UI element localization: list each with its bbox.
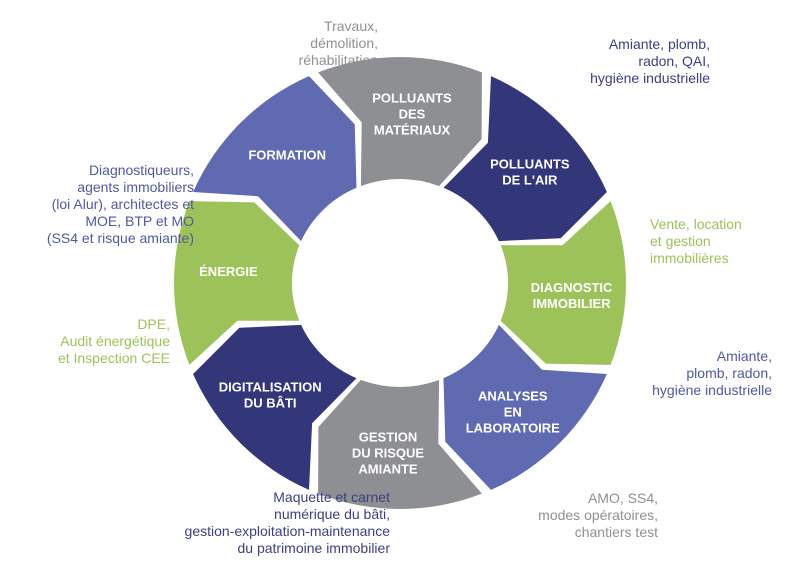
annotation-line: DPE, <box>137 316 170 332</box>
annotation-line: gestion-exploitation-maintenance <box>184 523 390 539</box>
annotation-line: MOE, BTP et MO <box>85 213 194 229</box>
segment-label-line: FORMATION <box>248 148 326 163</box>
annotation-line: Amiante, plomb, <box>608 36 710 52</box>
annotation-dpe: DPE, Audit énergétique et Inspection CEE <box>28 316 170 367</box>
segment-formation <box>193 76 357 242</box>
annotation-line: immobilières <box>650 250 729 266</box>
segment-label-formation: FORMATION <box>248 148 326 163</box>
annotation-amiante-labo: Amiante, plomb, radon, hygiène industrie… <box>592 348 772 399</box>
segment-label-line: LABORATOIRE <box>466 420 560 435</box>
segment-label-line: DIAGNOSTIC <box>531 280 613 295</box>
segment-label-line: AMIANTE <box>358 462 418 477</box>
annotation-line: hygiène industrielle <box>652 382 772 398</box>
annotation-line: modes opératoires, <box>538 507 658 523</box>
segment-label-energie: ÉNERGIE <box>199 264 258 279</box>
segment-gestion <box>318 379 482 509</box>
segment-label-line: DU RISQUE <box>352 446 425 461</box>
segment-digitalisation <box>193 324 357 490</box>
annotation-vente: Vente, location et gestion immobilières <box>650 216 798 267</box>
annotation-line: radon, QAI, <box>638 53 710 69</box>
segment-polluants-air <box>443 76 607 242</box>
segment-energie <box>174 201 300 365</box>
annotation-line: (loi Alur), architectes et <box>51 196 194 212</box>
annotation-diagnostiqueurs: Diagnostiqueurs, agents immobiliers (loi… <box>4 162 194 247</box>
annotation-line: Vente, location <box>650 216 742 232</box>
segment-analyses <box>443 324 607 490</box>
annotation-line: agents immobiliers <box>77 179 194 195</box>
annotation-line: réhabilitation <box>298 52 378 68</box>
annotation-line: Diagnostiqueurs, <box>88 162 194 178</box>
segment-polluants-materiaux <box>318 57 482 187</box>
annotation-travaux: Travaux, démolition, réhabilitation <box>200 18 378 69</box>
annotation-line: numérique du bâti, <box>274 506 390 522</box>
segment-label-line: POLLUANTS <box>372 90 452 105</box>
annotation-line: du patrimoine immobilier <box>237 540 390 556</box>
annotation-line: Amiante, <box>716 348 772 364</box>
segment-label-line: ANALYSES <box>478 388 548 403</box>
annotation-line: (SS4 et risque amiante) <box>46 230 194 246</box>
annotation-line: et gestion <box>650 233 711 249</box>
annotation-line: hygiène industrielle <box>590 70 710 86</box>
annotation-amo: AMO, SS4, modes opératoires, chantiers t… <box>470 490 658 541</box>
segment-label-line: DES <box>399 106 426 121</box>
annotation-line: AMO, SS4, <box>587 490 658 506</box>
segment-label-line: GESTION <box>359 430 418 445</box>
segment-label-line: EN <box>504 404 522 419</box>
annotation-line: et Inspection CEE <box>57 350 170 366</box>
segment-diagnostic <box>500 201 626 365</box>
segment-label-line: DE L'AIR <box>502 173 558 188</box>
segment-label-line: IMMOBILIER <box>533 296 612 311</box>
annotation-line: plomb, radon, <box>686 365 772 381</box>
annotation-line: démolition, <box>310 35 378 51</box>
annotation-maquette: Maquette et carnet numérique du bâti, ge… <box>100 489 390 557</box>
segment-label-line: POLLUANTS <box>490 157 570 172</box>
annotation-line: Travaux, <box>324 18 378 34</box>
segment-label-line: ÉNERGIE <box>199 264 258 279</box>
segment-label-line: DU BÂTI <box>244 396 297 411</box>
segment-label-line: DIGITALISATION <box>219 380 322 395</box>
segment-label-line: MATÉRIAUX <box>374 122 451 137</box>
annotation-line: chantiers test <box>574 524 658 540</box>
annotation-amiante-air: Amiante, plomb, radon, QAI, hygiène indu… <box>440 36 710 87</box>
annotation-line: Maquette et carnet <box>273 489 390 505</box>
annotation-line: Audit énergétique <box>60 333 170 349</box>
